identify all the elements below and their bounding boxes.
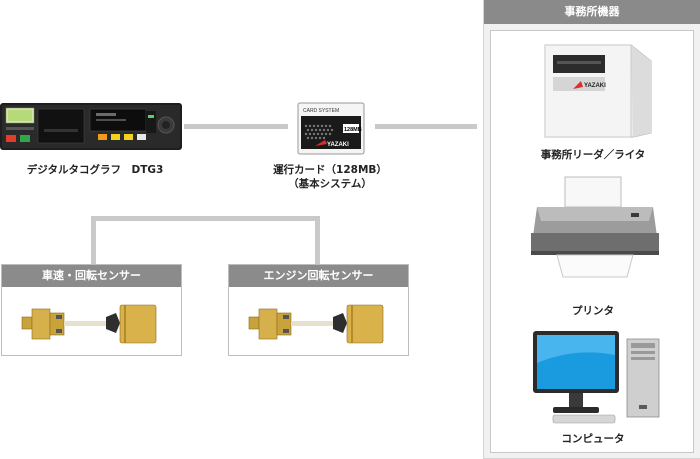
engine-rpm-sensor-box: エンジン回転センサー — [228, 264, 409, 356]
connector-sensor2-vertical — [315, 216, 320, 265]
office-reader-writer-illustration: YAZAKI — [544, 44, 652, 138]
office-reader-writer-label: 事務所リーダ／ライタ — [540, 149, 646, 161]
computer-label: コンピュータ — [561, 433, 625, 445]
memory-card: CARD SYSTEM 128MB YAZAKI — [297, 102, 365, 155]
vehicle-speed-sensor-title: 車速・回転センサー — [2, 265, 181, 287]
engine-rpm-sensor-title: エンジン回転センサー — [229, 265, 408, 287]
connector-sensors-horizontal — [91, 216, 320, 221]
printer-illustration — [531, 176, 659, 278]
vehicle-speed-sensor-box: 車速・回転センサー — [1, 264, 182, 356]
office-equipment-inner: YAZAKI 事務所リーダ／ライタ プリンタ コン — [490, 30, 694, 453]
engine-rpm-sensor-illustration — [248, 304, 384, 344]
connector-sensor1-vertical — [91, 216, 96, 265]
reader-brand-text: YAZAKI — [584, 83, 606, 89]
vehicle-speed-sensor-illustration — [21, 304, 157, 344]
memory-card-illustration: CARD SYSTEM 128MB YAZAKI — [297, 102, 365, 155]
card-capacity-text: 128MB — [344, 127, 362, 133]
office-equipment-panel: 事務所機器 YAZAKI 事務所リーダ／ライタ プリンタ — [483, 0, 700, 459]
connector-card-office — [375, 124, 477, 129]
card-system-text: CARD SYSTEM — [303, 108, 339, 114]
card-label-line1: 運行カード（128MB） — [273, 164, 387, 176]
dtg-label: デジタルタコグラフ DTG3 — [26, 164, 164, 176]
office-equipment-title: 事務所機器 — [484, 0, 700, 24]
digital-tachograph-device — [0, 101, 182, 152]
tachograph-illustration — [0, 103, 182, 150]
computer-illustration — [533, 331, 660, 424]
card-brand-text: YAZAKI — [327, 142, 349, 148]
printer-label: プリンタ — [572, 305, 614, 317]
card-label-line2: （基本システム） — [288, 178, 372, 190]
connector-dtg-card — [184, 124, 288, 129]
